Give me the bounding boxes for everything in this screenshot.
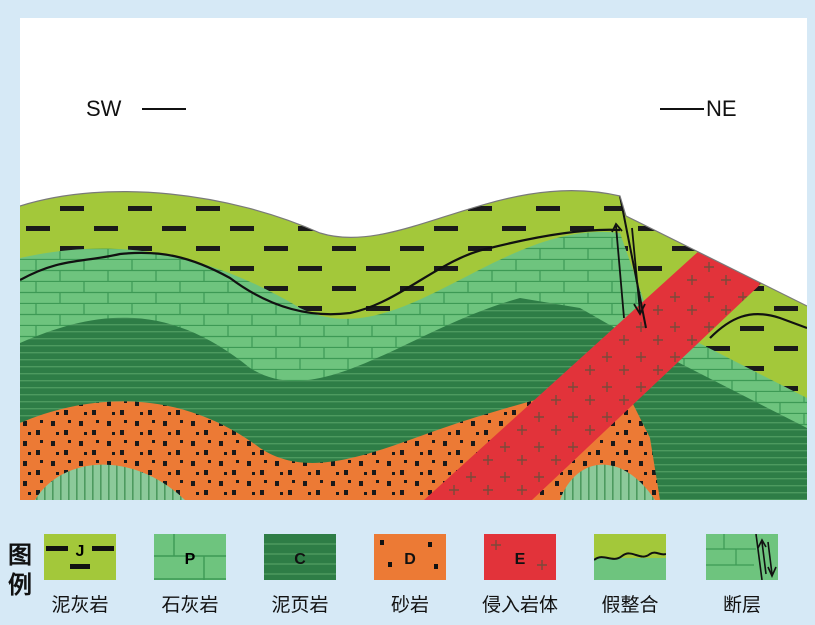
legend-item-shale: C 泥页岩 <box>250 534 350 617</box>
legend-label-marl: 泥灰岩 <box>51 594 109 616</box>
arrow-left-icon <box>142 108 186 110</box>
legend-label-disconformity: 假整合 <box>601 594 659 616</box>
legend-item-limestone: P 石灰岩 <box>140 534 240 617</box>
rock-layers <box>20 190 807 500</box>
legend-item-marl: J 泥灰岩 <box>30 534 130 617</box>
legend-item-disconformity: 假整合 <box>580 534 680 617</box>
legend-label-intrusion: 侵入岩体 <box>481 594 558 616</box>
legend-item-sandstone: D 砂岩 <box>360 534 460 617</box>
arrow-right-icon <box>660 108 704 110</box>
marl-swatch-icon: J <box>44 534 116 580</box>
limestone-code: P <box>185 551 196 568</box>
geologic-cross-section <box>20 18 807 500</box>
legend-label-limestone: 石灰岩 <box>161 594 219 616</box>
marl-code: J <box>76 543 85 560</box>
intrusion-code: E <box>515 551 526 568</box>
legend-item-fault: 断层 <box>692 534 792 617</box>
limestone-swatch-icon: P <box>154 534 226 580</box>
direction-label-northeast: NE <box>706 96 737 121</box>
legend-heading: 图例 <box>8 541 32 599</box>
sandstone-swatch-icon: D <box>374 534 446 580</box>
shale-swatch-icon: C <box>264 534 336 580</box>
legend-label-shale: 泥页岩 <box>271 594 329 616</box>
direction-label-southwest: SW <box>86 96 122 121</box>
legend-label-fault: 断层 <box>722 594 761 616</box>
fault-swatch-icon <box>706 534 778 580</box>
sandstone-code: D <box>404 551 416 568</box>
shale-code: C <box>294 551 306 568</box>
legend-item-intrusion: E 侵入岩体 <box>470 534 570 617</box>
disconformity-swatch-icon <box>594 534 666 580</box>
legend-label-sandstone: 砂岩 <box>390 594 429 616</box>
intrusion-swatch-icon: E <box>484 534 556 580</box>
